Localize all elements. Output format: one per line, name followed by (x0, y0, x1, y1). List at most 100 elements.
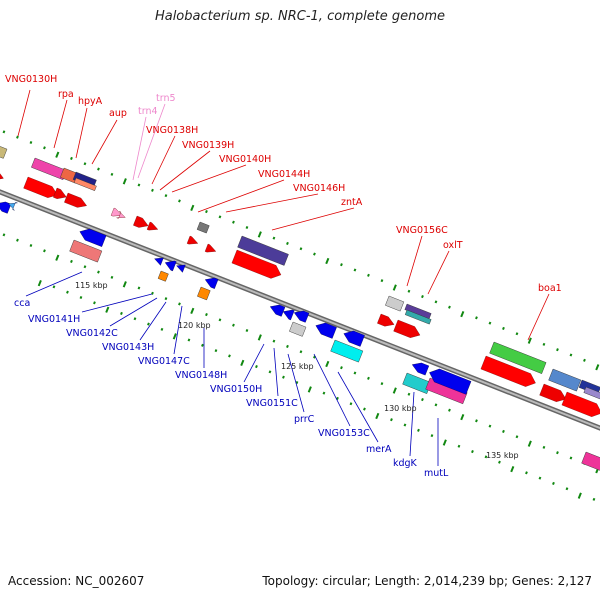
leader-line (132, 116, 147, 181)
tick-scale (349, 402, 353, 406)
tick-inner (2, 233, 6, 237)
tick-outer (542, 342, 546, 346)
tick-inner (70, 259, 73, 263)
tick-scale (552, 481, 555, 485)
tick-outer (97, 167, 100, 171)
leader-line (17, 89, 31, 137)
tick-outer (245, 225, 249, 230)
label-leaders (17, 89, 550, 466)
tick-inner (286, 344, 289, 348)
tick-outer (515, 332, 519, 336)
tick-scale (538, 476, 542, 480)
tick-inner (353, 371, 357, 375)
tick-outer (257, 231, 262, 238)
tick-scale (37, 280, 42, 287)
tick-inner (502, 429, 505, 433)
tick-scale (255, 365, 258, 369)
tick-outer (380, 279, 384, 283)
tick-inner (205, 313, 208, 317)
tick-inner (178, 302, 181, 306)
tick-inner (43, 249, 46, 253)
tick-inner (218, 318, 222, 322)
tick-scale (430, 434, 434, 438)
tick-inner (16, 238, 19, 242)
leader-line (427, 250, 450, 295)
rev-cca (79, 228, 107, 247)
tick-scale (79, 295, 83, 300)
tick-scale (228, 354, 231, 358)
tick-scale (268, 370, 272, 374)
gene-label-reverse: VNG0151C (246, 398, 298, 409)
gene-label-forward: rpa (58, 89, 74, 100)
gene-label-reverse: VNG0148H (175, 370, 227, 381)
tick-scale (565, 487, 569, 491)
fwd-138 (133, 215, 149, 228)
tick-inner (569, 456, 573, 460)
tick-scale (214, 349, 218, 353)
tick-scale (120, 311, 123, 315)
tick-scale (484, 455, 488, 459)
box-magenta-b (581, 451, 600, 471)
rev-merA (343, 330, 365, 347)
box-coral (73, 177, 97, 191)
tick-inner (325, 360, 330, 368)
gene-arrows (0, 169, 600, 417)
tick-scale (403, 423, 407, 427)
tick-outer (595, 364, 600, 371)
leader-line (406, 235, 423, 287)
tick-inner (421, 398, 424, 402)
tick-outer (556, 348, 559, 352)
rev-mutL (429, 368, 472, 395)
tick-scale (93, 301, 96, 305)
gene-label-forward: VNG0139H (182, 140, 234, 151)
tick-outer (448, 305, 451, 309)
tick-outer (29, 140, 33, 145)
gene-label-forward: hpyA (78, 96, 103, 107)
tick-inner (83, 265, 87, 269)
fwd-b (539, 383, 567, 402)
tick-inner (97, 270, 100, 274)
tick-outer (151, 188, 154, 192)
gene-label-reverse: kdgK (393, 458, 418, 469)
tick-scale (363, 407, 366, 411)
tick-outer (164, 194, 168, 198)
leader-line (151, 135, 176, 185)
tick-inner (137, 286, 141, 290)
box-green (489, 341, 547, 374)
gene-label-forward: trn5 (156, 93, 176, 104)
gene-label-forward: VNG0140H (219, 154, 271, 165)
tick-outer (488, 321, 492, 325)
tick-outer (527, 337, 532, 344)
tick-inner (245, 328, 249, 333)
rev-150 (269, 304, 286, 317)
leader-line (527, 293, 550, 341)
scale-label: 135 kbp (486, 451, 519, 460)
gene-label-reverse: VNG0153C (318, 428, 370, 439)
rev-143 (176, 264, 186, 273)
tick-outer (205, 210, 208, 214)
tick-inner (542, 445, 546, 449)
tick-scale (498, 460, 501, 464)
tick-outer (583, 358, 586, 362)
tick-inner (272, 339, 276, 343)
tick-scale (160, 327, 164, 331)
gene-label-reverse: mutL (424, 468, 449, 479)
tick-scale (187, 338, 191, 342)
gene-label-forward: VNG0146H (293, 183, 345, 194)
scale-label: 115 kbp (75, 281, 108, 290)
tick-outer (2, 130, 6, 134)
rev-small (8, 202, 18, 211)
tick-scale (375, 412, 380, 420)
gene-label-forward: VNG0130H (5, 74, 57, 85)
tick-scale (66, 290, 69, 294)
tick-outer (218, 215, 222, 219)
annotation-boxes (0, 143, 600, 471)
leader-line (139, 301, 167, 341)
accession-line: Accession:NC_002607 (8, 574, 144, 588)
leader-line (273, 347, 279, 397)
box-orange-a (157, 270, 169, 282)
tick-inner (29, 243, 33, 248)
rev-153 (315, 322, 337, 339)
fwd-144 (204, 243, 217, 253)
tick-inner (190, 307, 195, 315)
